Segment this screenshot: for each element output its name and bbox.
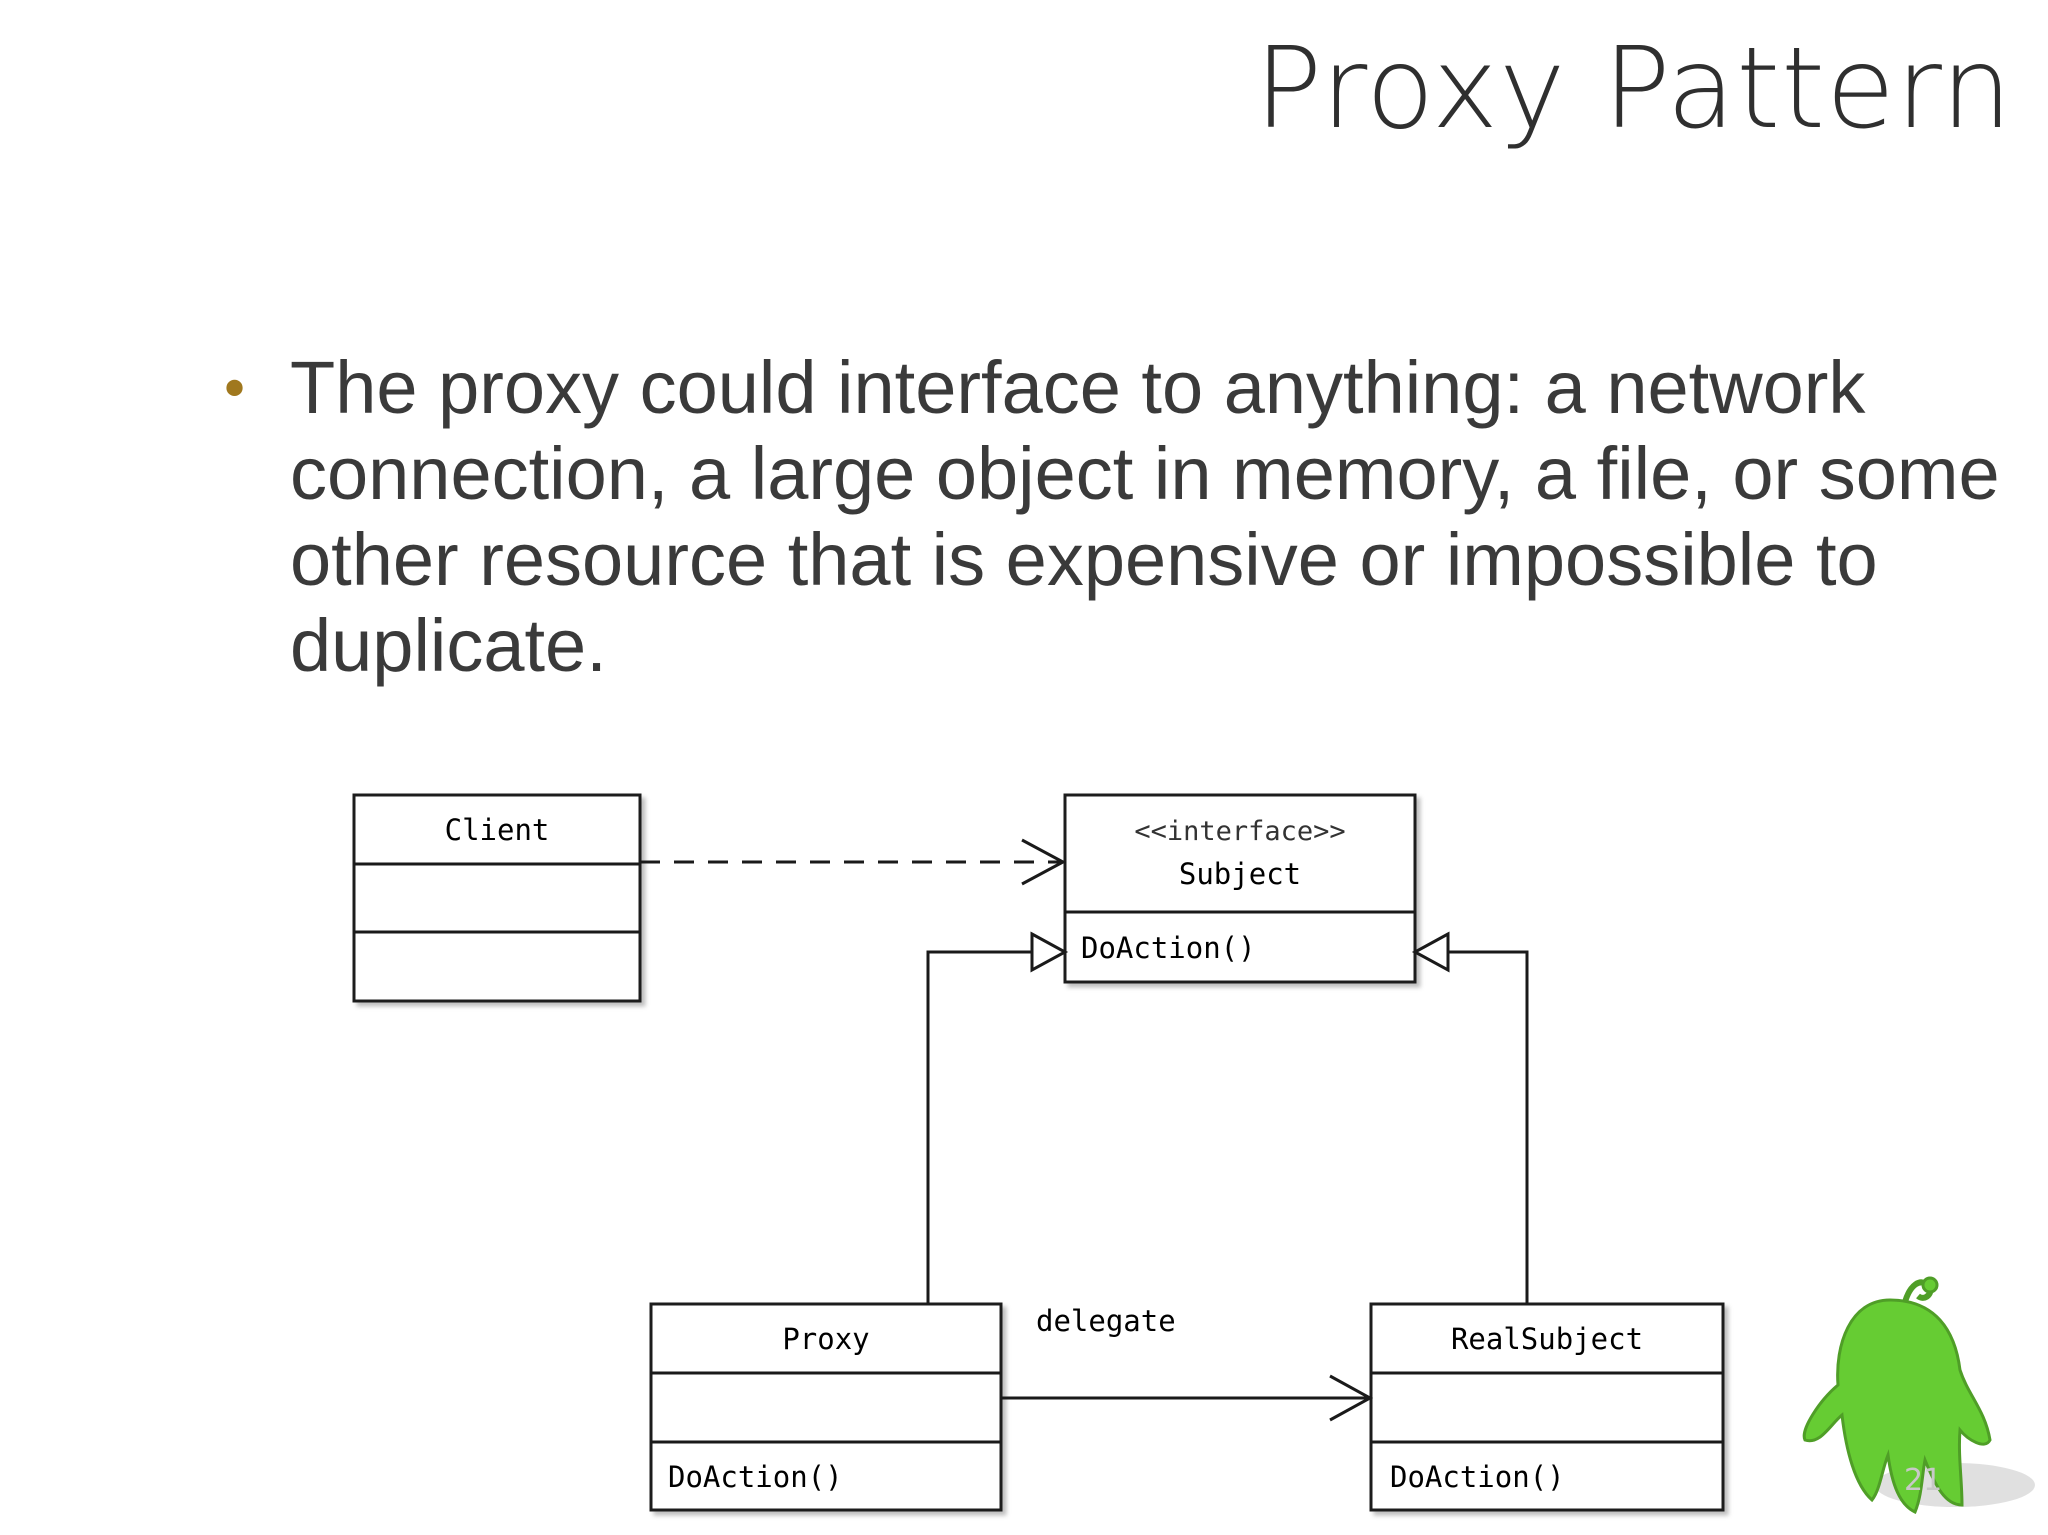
page-number: 21 bbox=[1904, 1463, 1942, 1498]
mascot-image bbox=[1802, 1276, 2035, 1515]
subject-interface-box: <<interface>> Subject DoAction() bbox=[1063, 793, 1417, 984]
bullet-line: The proxy could interface to anything: a… bbox=[290, 346, 1866, 429]
delegate-association-arrow: delegate bbox=[1001, 1304, 1374, 1422]
bullet-line: other resource that is expensive or impo… bbox=[290, 518, 1878, 601]
slide-title: Proxy Pattern bbox=[1254, 24, 2013, 154]
subject-stereotype: <<interface>> bbox=[1134, 816, 1345, 847]
realsubject-realization-arrow bbox=[1411, 931, 1529, 1304]
proxy-class-name: Proxy bbox=[782, 1322, 869, 1356]
client-class-name: Client bbox=[445, 813, 550, 847]
proxy-realization-arrow bbox=[926, 931, 1069, 1304]
subject-operation: DoAction() bbox=[1081, 931, 1256, 965]
realsubject-class-box: RealSubject DoAction() bbox=[1369, 1302, 1725, 1512]
realsubject-operation: DoAction() bbox=[1390, 1460, 1565, 1494]
bullet-line: duplicate. bbox=[290, 604, 607, 687]
bullet-text: The proxy could interface to anything: a… bbox=[290, 345, 2010, 689]
delegate-label: delegate bbox=[1036, 1304, 1176, 1338]
client-subject-dependency-arrow bbox=[640, 838, 1067, 886]
proxy-class-box: Proxy DoAction() bbox=[649, 1302, 1003, 1512]
subject-class-name: Subject bbox=[1179, 857, 1301, 891]
bullet-line: connection, a large object in memory, a … bbox=[290, 432, 2000, 515]
bullet-dot: • bbox=[218, 358, 252, 423]
proxy-operation: DoAction() bbox=[668, 1460, 843, 1494]
client-class-box: Client bbox=[352, 793, 642, 1003]
realsubject-class-name: RealSubject bbox=[1451, 1322, 1643, 1356]
